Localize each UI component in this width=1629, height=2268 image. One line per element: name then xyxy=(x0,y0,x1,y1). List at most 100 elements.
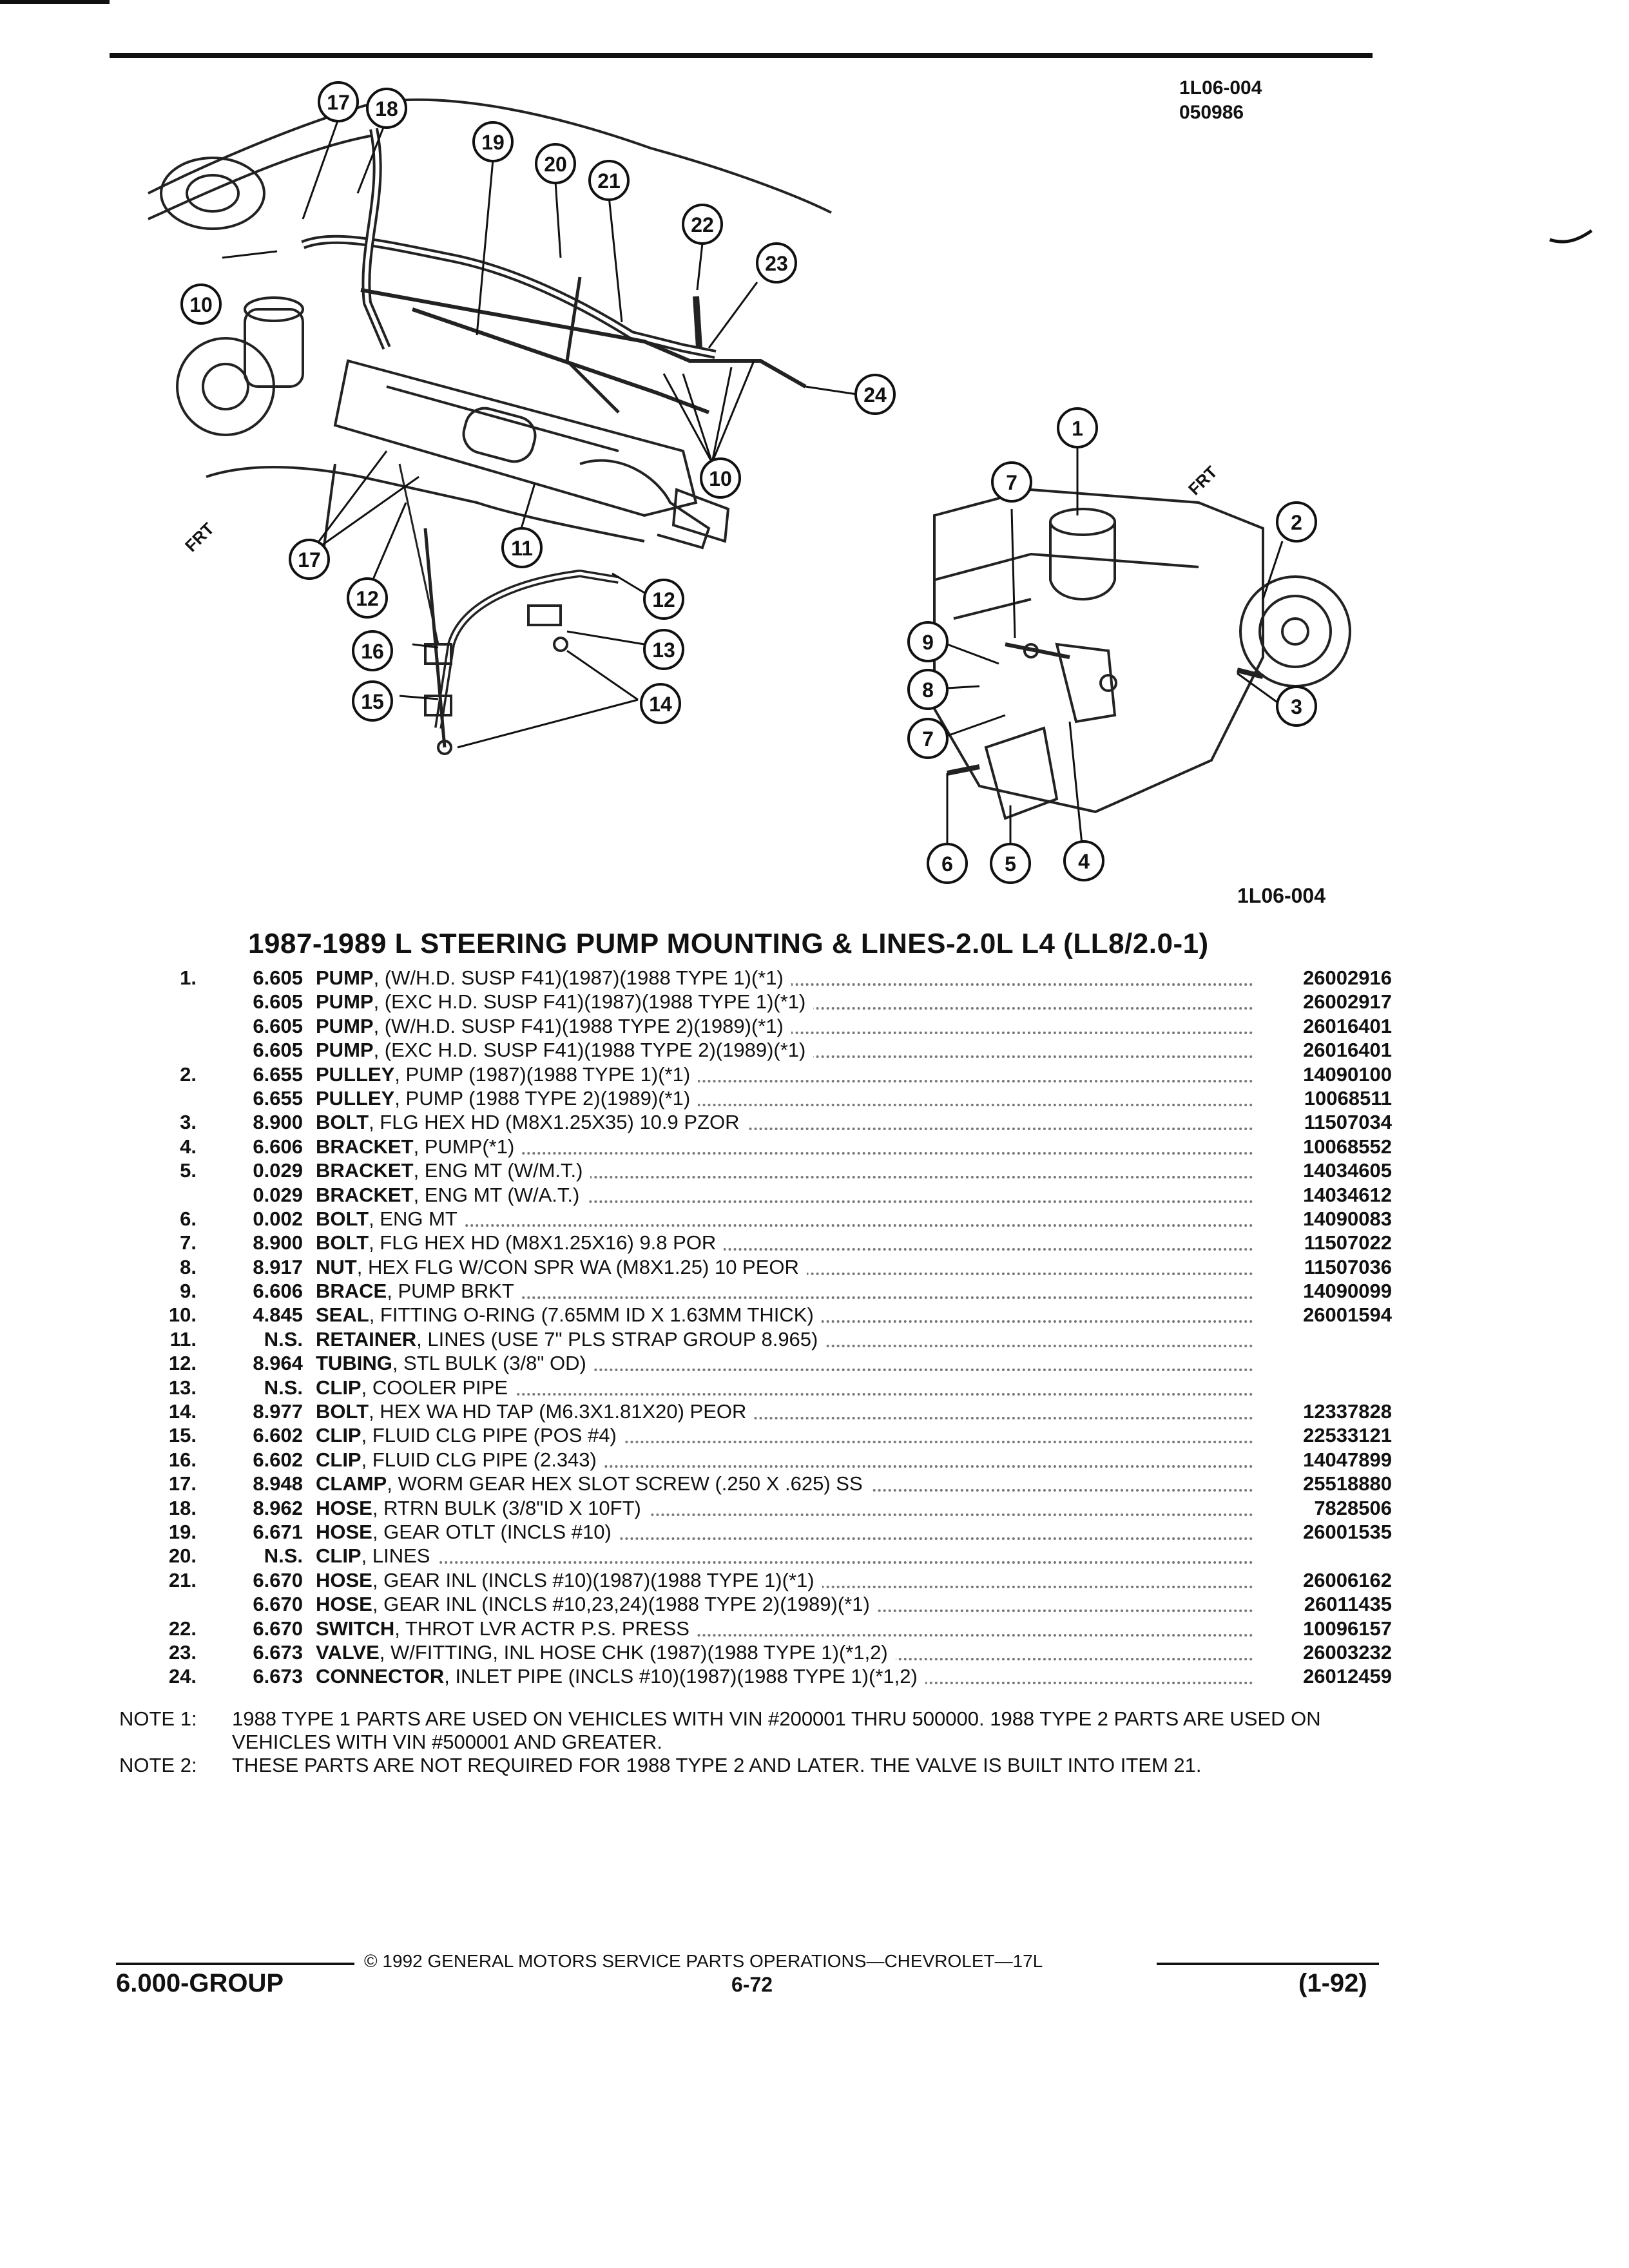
part-number: 14090083 xyxy=(1303,1207,1392,1230)
ref-date-code: 050986 xyxy=(1179,102,1244,123)
part-name: CLIP xyxy=(316,1376,361,1399)
callout-9: 9 xyxy=(907,621,949,662)
part-number: 11507022 xyxy=(1304,1231,1392,1254)
item-number: 15. xyxy=(168,1424,197,1447)
svg-text:23: 23 xyxy=(765,252,788,275)
part-name: BOLT xyxy=(316,1400,369,1423)
part-name: PULLEY xyxy=(316,1062,395,1086)
svg-text:14: 14 xyxy=(649,693,672,716)
part-details: , HEX FLG W/CON SPR WA (M8X1.25) 10 PEOR xyxy=(356,1255,799,1278)
part-number: 26001594 xyxy=(1303,1303,1392,1327)
group-number: 6.606 xyxy=(253,1135,303,1158)
part-details: , PUMP(*1) xyxy=(413,1135,515,1158)
callout-16: 16 xyxy=(352,630,393,671)
callout-13: 13 xyxy=(643,629,684,670)
leader-dots xyxy=(316,1561,1253,1564)
part-details: , LINES xyxy=(361,1544,430,1568)
footer-rule-right xyxy=(1157,1963,1379,1965)
part-number: 11507036 xyxy=(1304,1255,1392,1278)
part-number: 14034612 xyxy=(1303,1183,1392,1206)
part-description: BRACE, PUMP BRKT xyxy=(316,1280,1253,1303)
part-name: BRACKET xyxy=(316,1183,414,1206)
part-name: CLIP xyxy=(316,1424,361,1447)
part-description: PUMP, (W/H.D. SUSP F41)(1988 TYPE 2)(198… xyxy=(316,1014,1253,1038)
callout-5: 5 xyxy=(990,843,1031,884)
part-details: , (W/H.D. SUSP F41)(1987)(1988 TYPE 1)(*… xyxy=(373,966,784,989)
part-name: CLIP xyxy=(316,1544,361,1568)
part-number: 26001535 xyxy=(1303,1520,1392,1543)
item-number: 14. xyxy=(168,1400,197,1423)
item-number: 11. xyxy=(169,1327,197,1350)
leader-dots xyxy=(316,1176,1253,1179)
item-number: 7. xyxy=(180,1231,197,1254)
leader-dots xyxy=(316,1248,1253,1251)
callout-12-left: 12 xyxy=(347,577,388,619)
svg-text:3: 3 xyxy=(1291,695,1302,718)
item-number: 23. xyxy=(168,1640,197,1664)
callout-19: 19 xyxy=(472,121,514,162)
part-description: TUBING, STL BULK (3/8" OD) xyxy=(316,1352,1253,1375)
part-description: RETAINER, LINES (USE 7" PLS STRAP GROUP … xyxy=(316,1327,1253,1351)
part-details: , PUMP (1987)(1988 TYPE 1)(*1) xyxy=(394,1062,691,1086)
callout-1: 1 xyxy=(1057,407,1098,448)
callout-4: 4 xyxy=(1063,840,1104,881)
callout-20: 20 xyxy=(535,143,576,184)
svg-text:2: 2 xyxy=(1291,511,1302,534)
item-number: 24. xyxy=(168,1665,197,1688)
leader-dots xyxy=(316,1417,1253,1420)
part-name: PUMP xyxy=(316,1039,374,1062)
svg-text:21: 21 xyxy=(597,169,621,193)
part-description: SWITCH, THROT LVR ACTR P.S. PRESS xyxy=(316,1617,1253,1640)
group-number: 6.655 xyxy=(253,1062,303,1086)
part-number: 14090099 xyxy=(1303,1280,1392,1303)
part-number: 10096157 xyxy=(1303,1617,1392,1640)
part-description: CLIP, FLUID CLG PIPE (2.343) xyxy=(316,1448,1253,1472)
callout-17: 17 xyxy=(318,81,359,122)
leader-dots xyxy=(316,1465,1253,1468)
part-number: 11507034 xyxy=(1304,1111,1392,1134)
group-number: 8.900 xyxy=(253,1111,303,1134)
part-description: HOSE, GEAR INL (INCLS #10)(1987)(1988 TY… xyxy=(316,1568,1253,1592)
part-details: , (EXC H.D. SUSP F41)(1987)(1988 TYPE 1)… xyxy=(373,990,806,1014)
part-description: PUMP, (EXC H.D. SUSP F41)(1988 TYPE 2)(1… xyxy=(316,1039,1253,1062)
illustration-ref-header: 1L06-004 050986 xyxy=(1179,76,1262,125)
group-number: 6.670 xyxy=(253,1617,303,1640)
item-number: 21. xyxy=(168,1568,197,1591)
part-name: PUMP xyxy=(316,990,374,1014)
leader-dots xyxy=(316,1128,1253,1131)
callout-8: 8 xyxy=(907,669,949,710)
part-details: , INLET PIPE (INCLS #10)(1987)(1988 TYPE… xyxy=(444,1665,918,1688)
callout-3: 3 xyxy=(1276,686,1317,727)
part-details: , FLG HEX HD (M8X1.25X16) 9.8 POR xyxy=(369,1231,717,1254)
part-description: BOLT, ENG MT xyxy=(316,1207,1253,1231)
item-number: 13. xyxy=(168,1376,197,1399)
part-row: 20.N.S.CLIP, LINES xyxy=(116,1544,1392,1568)
note-label: NOTE 1: xyxy=(119,1707,197,1730)
callout-24: 24 xyxy=(854,374,896,415)
item-number: 4. xyxy=(180,1135,197,1158)
group-number: 6.671 xyxy=(253,1520,303,1543)
part-name: BRACKET xyxy=(316,1135,414,1158)
part-details: , (W/H.D. SUSP F41)(1988 TYPE 2)(1989)(*… xyxy=(373,1014,784,1037)
part-description: BRACKET, PUMP(*1) xyxy=(316,1135,1253,1158)
leader-dots xyxy=(316,1296,1253,1300)
callout-2: 2 xyxy=(1276,501,1317,543)
leader-dots xyxy=(316,1200,1253,1203)
part-description: PUMP, (W/H.D. SUSP F41)(1987)(1988 TYPE … xyxy=(316,966,1253,990)
part-number: 26003232 xyxy=(1303,1640,1392,1664)
group-number: 8.977 xyxy=(253,1400,303,1423)
top-rule xyxy=(110,53,1373,58)
part-details: , LINES (USE 7" PLS STRAP GROUP 8.965) xyxy=(416,1327,818,1350)
part-description: PUMP, (EXC H.D. SUSP F41)(1987)(1988 TYP… xyxy=(316,990,1253,1014)
